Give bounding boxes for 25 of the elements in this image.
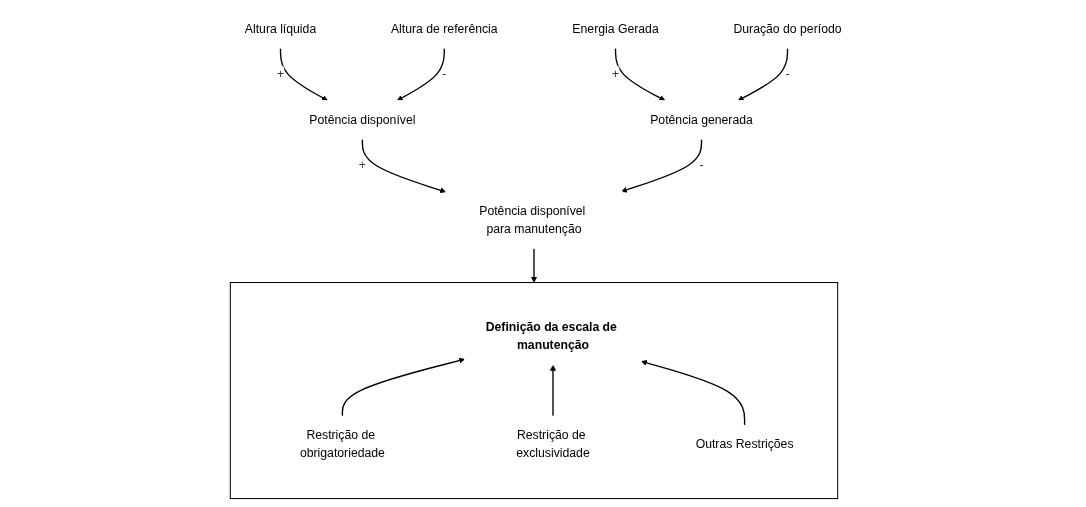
node-text: Altura líquida — [244, 21, 317, 35]
node-text: Potência disponível — [309, 112, 416, 126]
node-text: Duração do período — [733, 21, 842, 35]
node-text: Potência disponível para manutenção — [479, 203, 586, 236]
node-text: Definição da escala de manutenção — [485, 319, 617, 352]
node-text: Energia Gerada — [572, 21, 659, 35]
arrow — [549, 364, 556, 417]
arrow — [361, 138, 446, 193]
node-text: Restrição de obrigatoriedade — [299, 427, 385, 460]
cluster — [229, 281, 838, 499]
edge-label: + — [276, 66, 284, 81]
arrow — [279, 47, 328, 101]
arrow — [530, 247, 537, 283]
arrow — [640, 359, 746, 426]
node-text: Potência generada — [650, 112, 753, 126]
node-text: Outras Restrições — [695, 436, 794, 451]
node-text: Restrição de exclusividade — [516, 427, 590, 460]
edge-label: - — [699, 157, 704, 172]
edge-label: - — [785, 66, 790, 81]
edge-label: - — [442, 66, 447, 81]
arrow — [614, 47, 666, 101]
arrow — [341, 357, 465, 417]
node-text: Altura de referência — [390, 21, 498, 35]
edge-label: + — [611, 66, 619, 81]
edge-label: + — [358, 157, 366, 172]
